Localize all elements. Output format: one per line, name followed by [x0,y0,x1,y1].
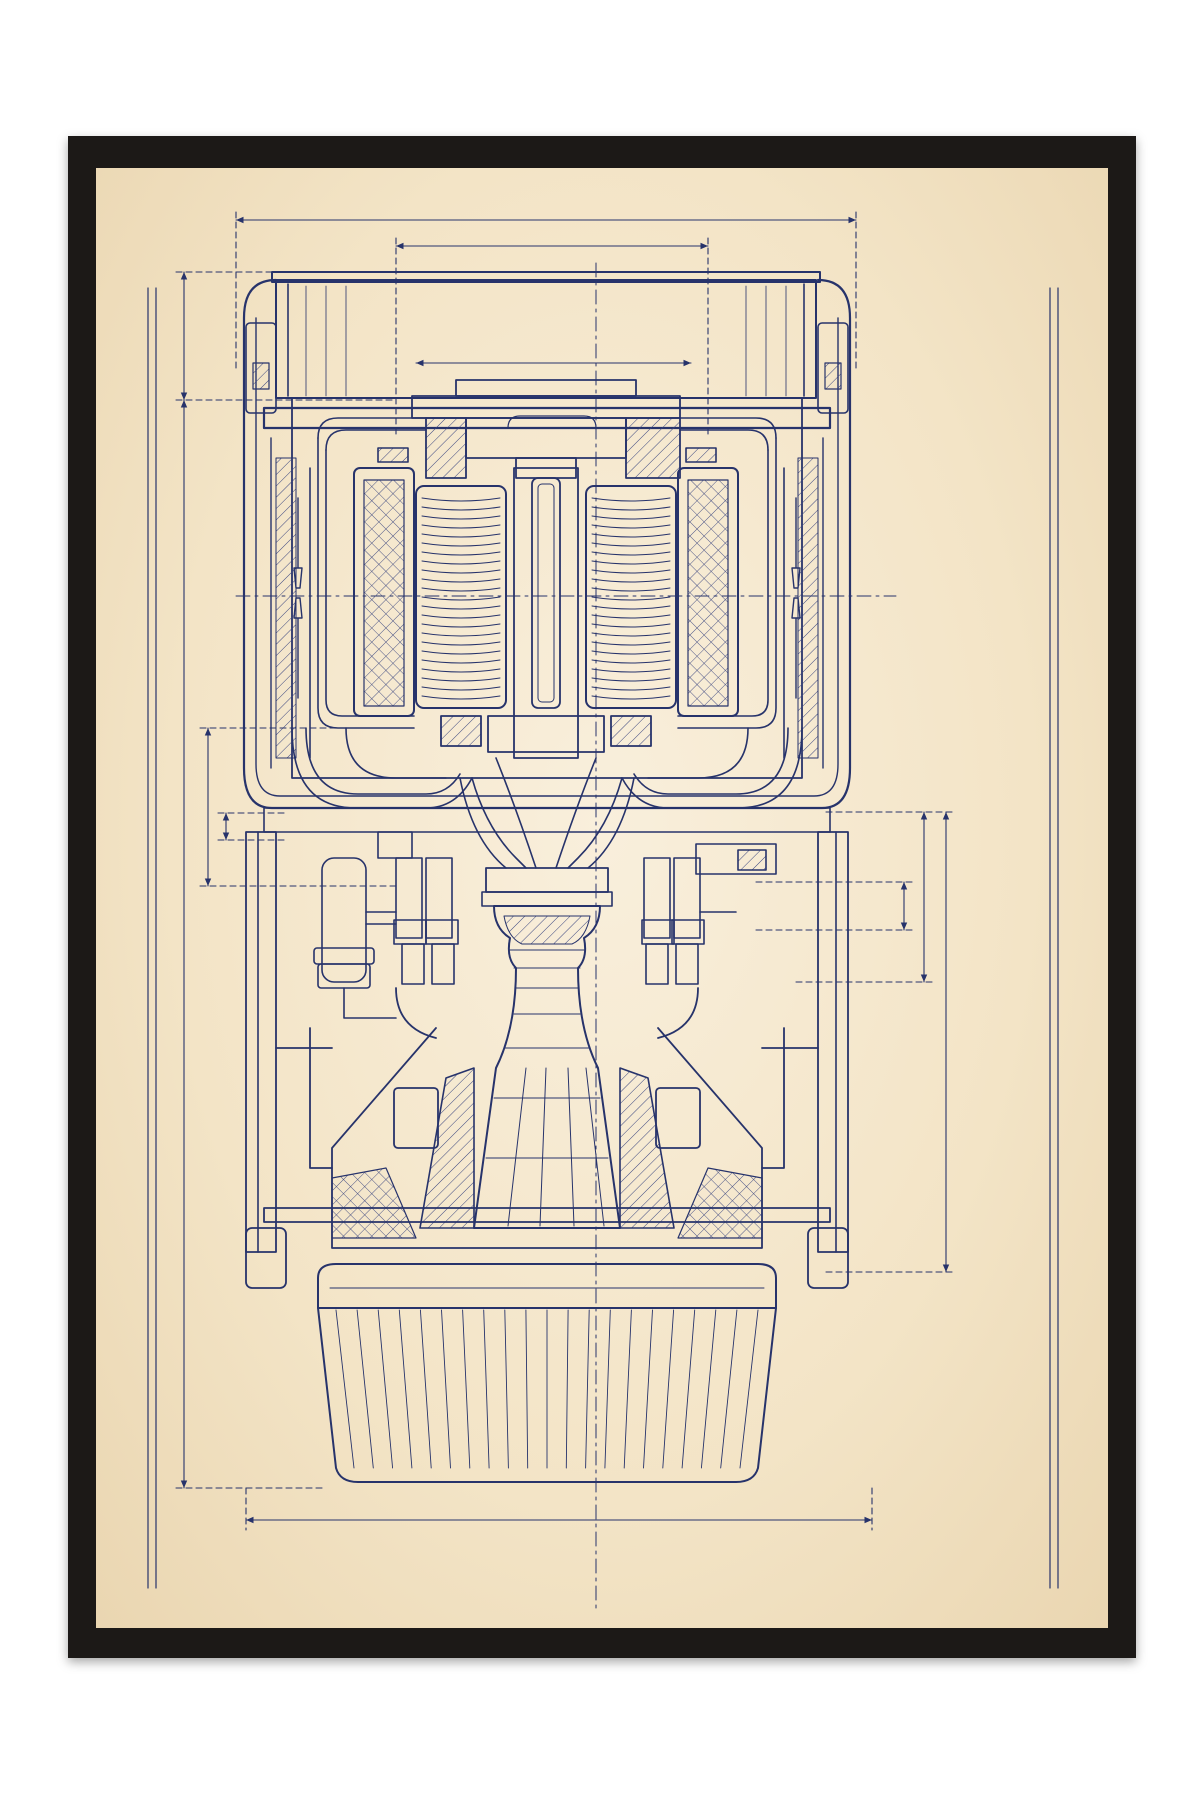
coil-turn [591,587,671,592]
bell-rib [623,1309,632,1469]
bell-rib [662,1309,675,1469]
coil-turn [591,578,671,583]
engine-blueprint-drawing [147,211,1059,1609]
coil-turn [421,614,501,619]
base-bell [317,1263,777,1483]
coil-turn [591,686,671,691]
coil-turn [421,677,501,682]
coil-turn [591,524,671,529]
coil-turn [591,551,671,556]
coil-turn [591,533,671,538]
bell-rib [504,1309,509,1469]
coil-turn [591,632,671,637]
coil-turn [591,506,671,511]
coil-turn [591,650,671,655]
bell-rib [377,1309,394,1469]
coil-turn [421,497,501,502]
bell-rib [441,1309,451,1469]
coil-turn [421,596,501,601]
bell-rib [356,1309,374,1469]
inner-chamber [270,397,824,779]
coil-turn [421,695,501,700]
coil-turn [421,560,501,565]
side-cells [353,447,739,717]
bell-rib [565,1309,569,1469]
lower-housing [245,987,849,1289]
bell-rib [643,1309,653,1469]
bell-rib [720,1309,738,1469]
bell-rib [483,1309,490,1469]
bell-rib [700,1309,717,1469]
coil-turn [421,569,501,574]
coil-turn [421,641,501,646]
coil-turn [591,623,671,628]
bell-rib [335,1309,355,1469]
coil-turn [421,623,501,628]
bell-rib [398,1309,413,1469]
core-top-plate [411,379,681,479]
coil-turn [421,578,501,583]
coil-turn [421,551,501,556]
coil-turn [421,542,501,547]
coil-turn [591,497,671,502]
poster-frame [68,136,1136,1658]
coil-turn [591,677,671,682]
coil-turn [421,686,501,691]
sensor-probes [293,497,801,699]
bell-rib [419,1309,432,1469]
pipe-network-upper [291,417,803,809]
coil-turn [421,659,501,664]
central-rod [440,467,652,759]
coil-turn [591,695,671,700]
border-lines [147,287,1059,1589]
bell-rib [604,1309,611,1469]
coil-turn [591,515,671,520]
coil-left [415,485,507,709]
bell-rib [585,1309,590,1469]
bell-rib [681,1309,696,1469]
coil-turn [421,632,501,637]
bell-rib [462,1309,471,1469]
coil-turn [591,659,671,664]
coil-turn [591,614,671,619]
coil-turn [591,668,671,673]
blueprint-paper [96,168,1108,1628]
coil-turn [421,506,501,511]
coil-turn [421,650,501,655]
coil-turn [421,605,501,610]
bell-rib [739,1309,759,1469]
bell-rib [525,1309,529,1469]
outer-casing [242,278,852,810]
coil-turn [591,641,671,646]
valve-section [245,757,849,1253]
coil-turn [591,596,671,601]
coil-turn [591,569,671,574]
coil-turn [421,515,501,520]
coil-turn [421,587,501,592]
dimension-lines [175,211,957,1531]
rocket-nozzle [419,867,675,1229]
coil-turn [591,542,671,547]
coil-turn [421,524,501,529]
coil-turn [591,560,671,565]
coil-turn [421,668,501,673]
coil-turn [591,605,671,610]
coil-right [585,485,677,709]
coil-turn [421,533,501,538]
